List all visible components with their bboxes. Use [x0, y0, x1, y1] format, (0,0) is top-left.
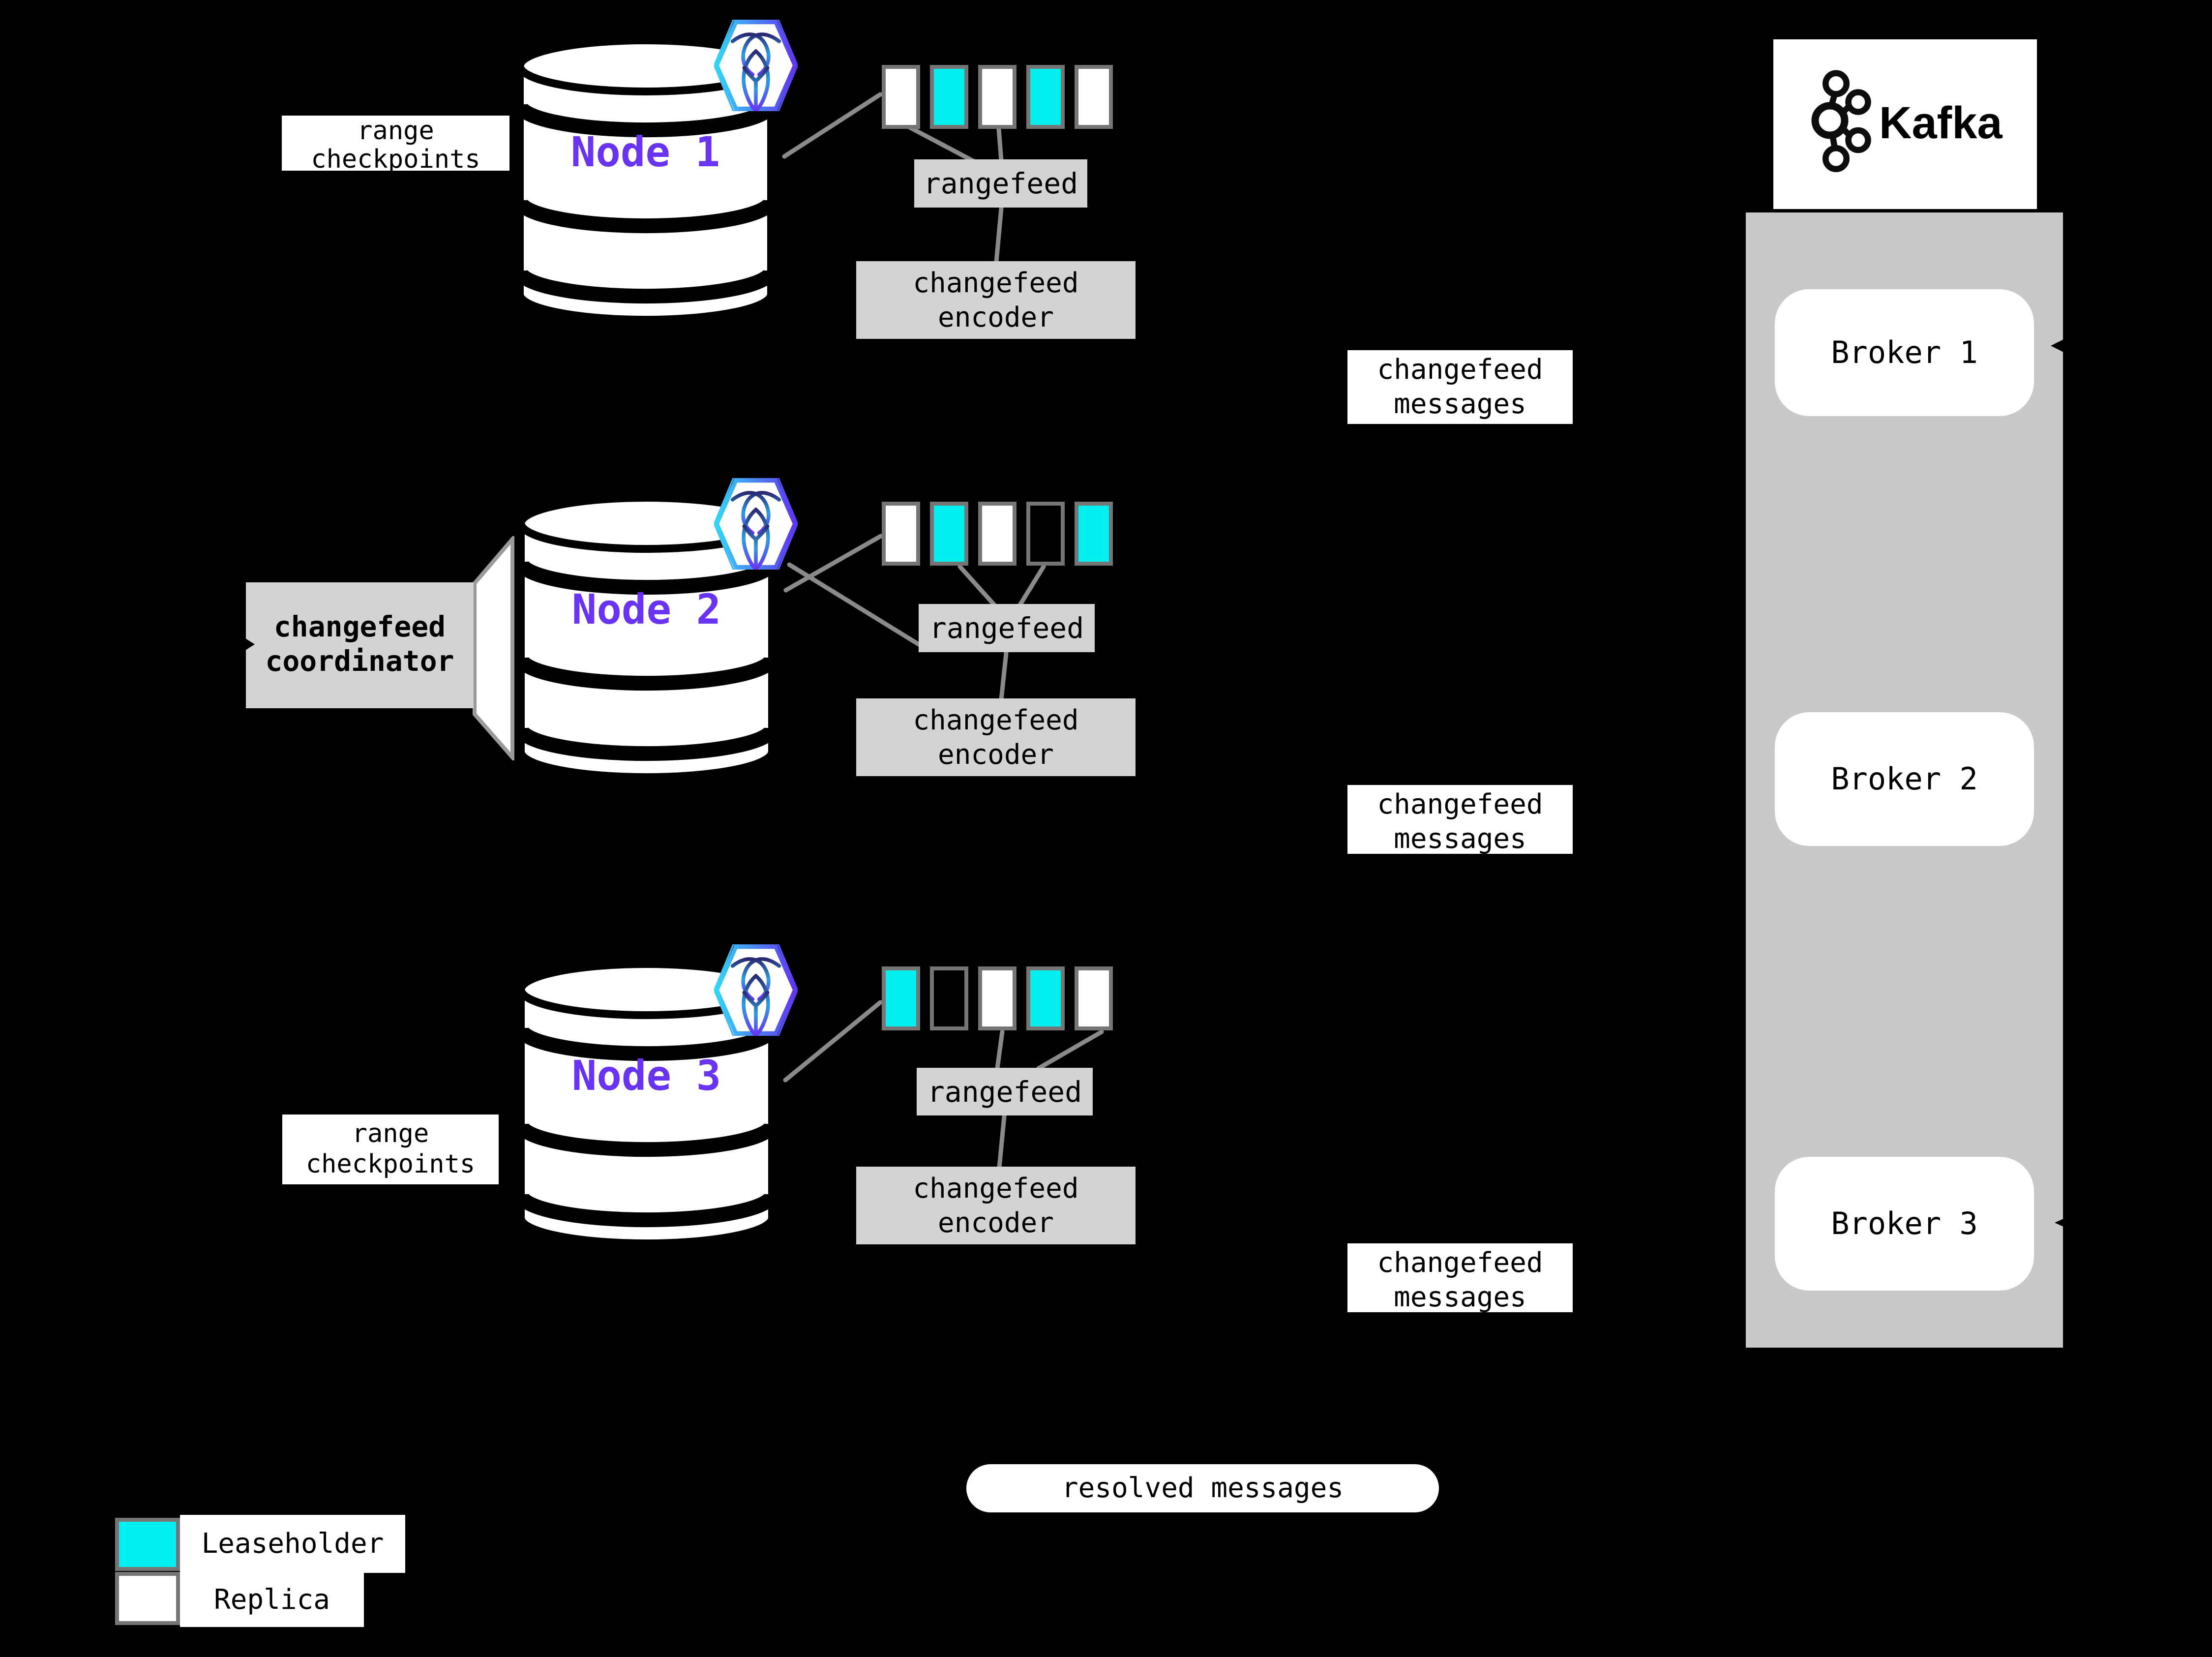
arrowhead-coordinator-icon	[244, 637, 255, 651]
node-1-cylinder	[515, 35, 776, 325]
legend-replica-swatch	[115, 1572, 180, 1625]
range-square	[1026, 966, 1065, 1030]
range-checkpoints-line1: range	[357, 116, 434, 146]
legend-replica-label: Replica	[180, 1573, 364, 1627]
node-2-label: Node 2	[571, 585, 721, 633]
encoder-line2: encoder	[937, 301, 1054, 333]
database-cylinder-icon	[515, 36, 776, 324]
legend-leaseholder-swatch	[115, 1518, 180, 1571]
node-2-cylinder	[516, 493, 777, 782]
range-square	[930, 65, 968, 129]
messages-line1: changefeed	[1377, 1247, 1543, 1279]
legend-leaseholder-label: Leaseholder	[180, 1515, 405, 1573]
changefeed-encoder-box: changefeed encoder	[856, 698, 1136, 776]
changefeed-coordinator-label: changefeed coordinator	[246, 582, 474, 708]
range-square	[1075, 502, 1113, 566]
kafka-circles-icon	[1811, 70, 1871, 172]
coordinator-line2: coordinator	[265, 644, 454, 678]
encoder-line1: changefeed	[913, 267, 1079, 299]
kafka-header: Kafka	[1773, 39, 2037, 209]
changefeed-encoder-box: changefeed encoder	[856, 261, 1136, 339]
broker-box: Broker 1	[1775, 289, 2034, 416]
changefeed-messages-label: changefeed messages	[1347, 1243, 1573, 1313]
range-checkpoints-line2: checkpoints	[305, 1149, 476, 1179]
messages-line1: changefeed	[1377, 788, 1543, 820]
messages-line1: changefeed	[1377, 354, 1543, 386]
range-checkpoints-line2: checkpoints	[311, 145, 480, 171]
range-square	[882, 966, 920, 1030]
rangefeed-box: rangefeed	[914, 159, 1087, 208]
cockroachdb-hexagon-icon	[714, 478, 798, 570]
node-3-label: Node 3	[571, 1052, 721, 1100]
range-square	[1026, 502, 1065, 566]
resolved-messages-pill: resolved messages	[966, 1464, 1439, 1512]
database-cylinder-icon	[516, 494, 777, 782]
range-square	[882, 65, 920, 129]
range-square	[1075, 65, 1113, 129]
arrowhead-broker1-icon	[2051, 338, 2066, 354]
range-square	[1026, 65, 1065, 129]
range-checkpoints-label: range checkpoints	[282, 116, 509, 171]
range-checkpoints-label: range checkpoints	[282, 1115, 499, 1184]
broker-box: Broker 2	[1775, 712, 2034, 846]
cockroachdb-hexagon-icon	[714, 944, 798, 1036]
range-checkpoints-line1: range	[352, 1119, 429, 1148]
arrowhead-broker3-icon	[2055, 1218, 2064, 1227]
range-square	[978, 502, 1016, 566]
rangefeed-box: rangefeed	[919, 604, 1095, 652]
coordinator-ribbon	[473, 536, 514, 760]
changefeed-messages-label: changefeed messages	[1347, 350, 1573, 424]
range-square	[978, 65, 1016, 129]
range-square	[930, 966, 968, 1030]
broker-box: Broker 3	[1775, 1157, 2034, 1291]
encoder-line2: encoder	[937, 1207, 1054, 1239]
range-square	[1075, 966, 1113, 1030]
messages-line2: messages	[1394, 1281, 1526, 1313]
changefeed-messages-label: changefeed messages	[1347, 785, 1573, 855]
cockroachdb-hexagon-icon	[714, 20, 798, 111]
node-1-label: Node 1	[570, 128, 720, 176]
node-3-cylinder	[516, 959, 777, 1248]
changefeed-encoder-box: changefeed encoder	[856, 1167, 1136, 1244]
range-square	[882, 502, 920, 566]
messages-line2: messages	[1394, 388, 1526, 420]
messages-line2: messages	[1394, 823, 1526, 855]
encoder-line1: changefeed	[913, 704, 1079, 736]
encoder-line2: encoder	[937, 739, 1054, 771]
encoder-line1: changefeed	[913, 1173, 1079, 1205]
range-square	[978, 966, 1016, 1030]
database-cylinder-icon	[516, 960, 777, 1248]
rangefeed-box: rangefeed	[917, 1068, 1093, 1115]
coordinator-line1: changefeed	[273, 610, 446, 643]
range-square	[930, 502, 968, 566]
kafka-title: Kafka	[1879, 98, 2003, 148]
